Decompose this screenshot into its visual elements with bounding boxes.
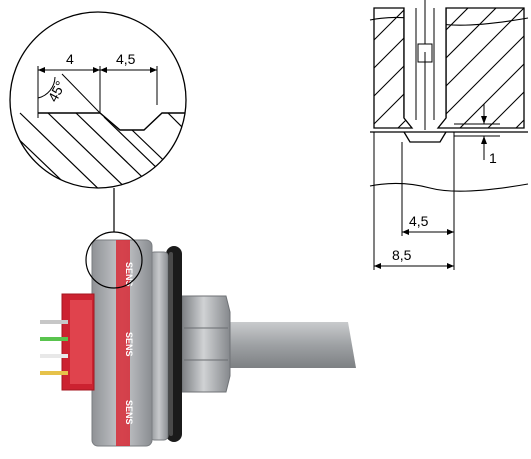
cable	[224, 322, 356, 368]
pin-1	[40, 320, 68, 324]
red-stripe	[116, 240, 130, 446]
connector-side-text-1: SENS	[124, 262, 134, 287]
detail-dim-left: 4	[66, 51, 74, 67]
connector-side-text-3: SENS	[124, 400, 134, 425]
pin-3	[40, 354, 68, 358]
section-gap-label: 1	[489, 150, 497, 166]
pin-4	[40, 371, 68, 375]
section-inner-width: 4,5	[409, 213, 429, 229]
section-drawing: 1 4,5 8,5	[369, 0, 529, 270]
section-outer-width: 8,5	[392, 247, 412, 263]
connector-illustration: SENS SENS SENS	[40, 231, 356, 447]
detail-dim-right: 4,5	[116, 51, 136, 67]
washer	[149, 251, 169, 441]
pin-2	[40, 337, 68, 341]
detail-hatching	[10, 112, 186, 188]
hex-nut	[181, 295, 231, 393]
magnify-circle	[85, 231, 143, 289]
detail-circle: 4 4,5 45°	[9, 11, 187, 189]
connector-side-text-2: SENS	[124, 332, 134, 357]
